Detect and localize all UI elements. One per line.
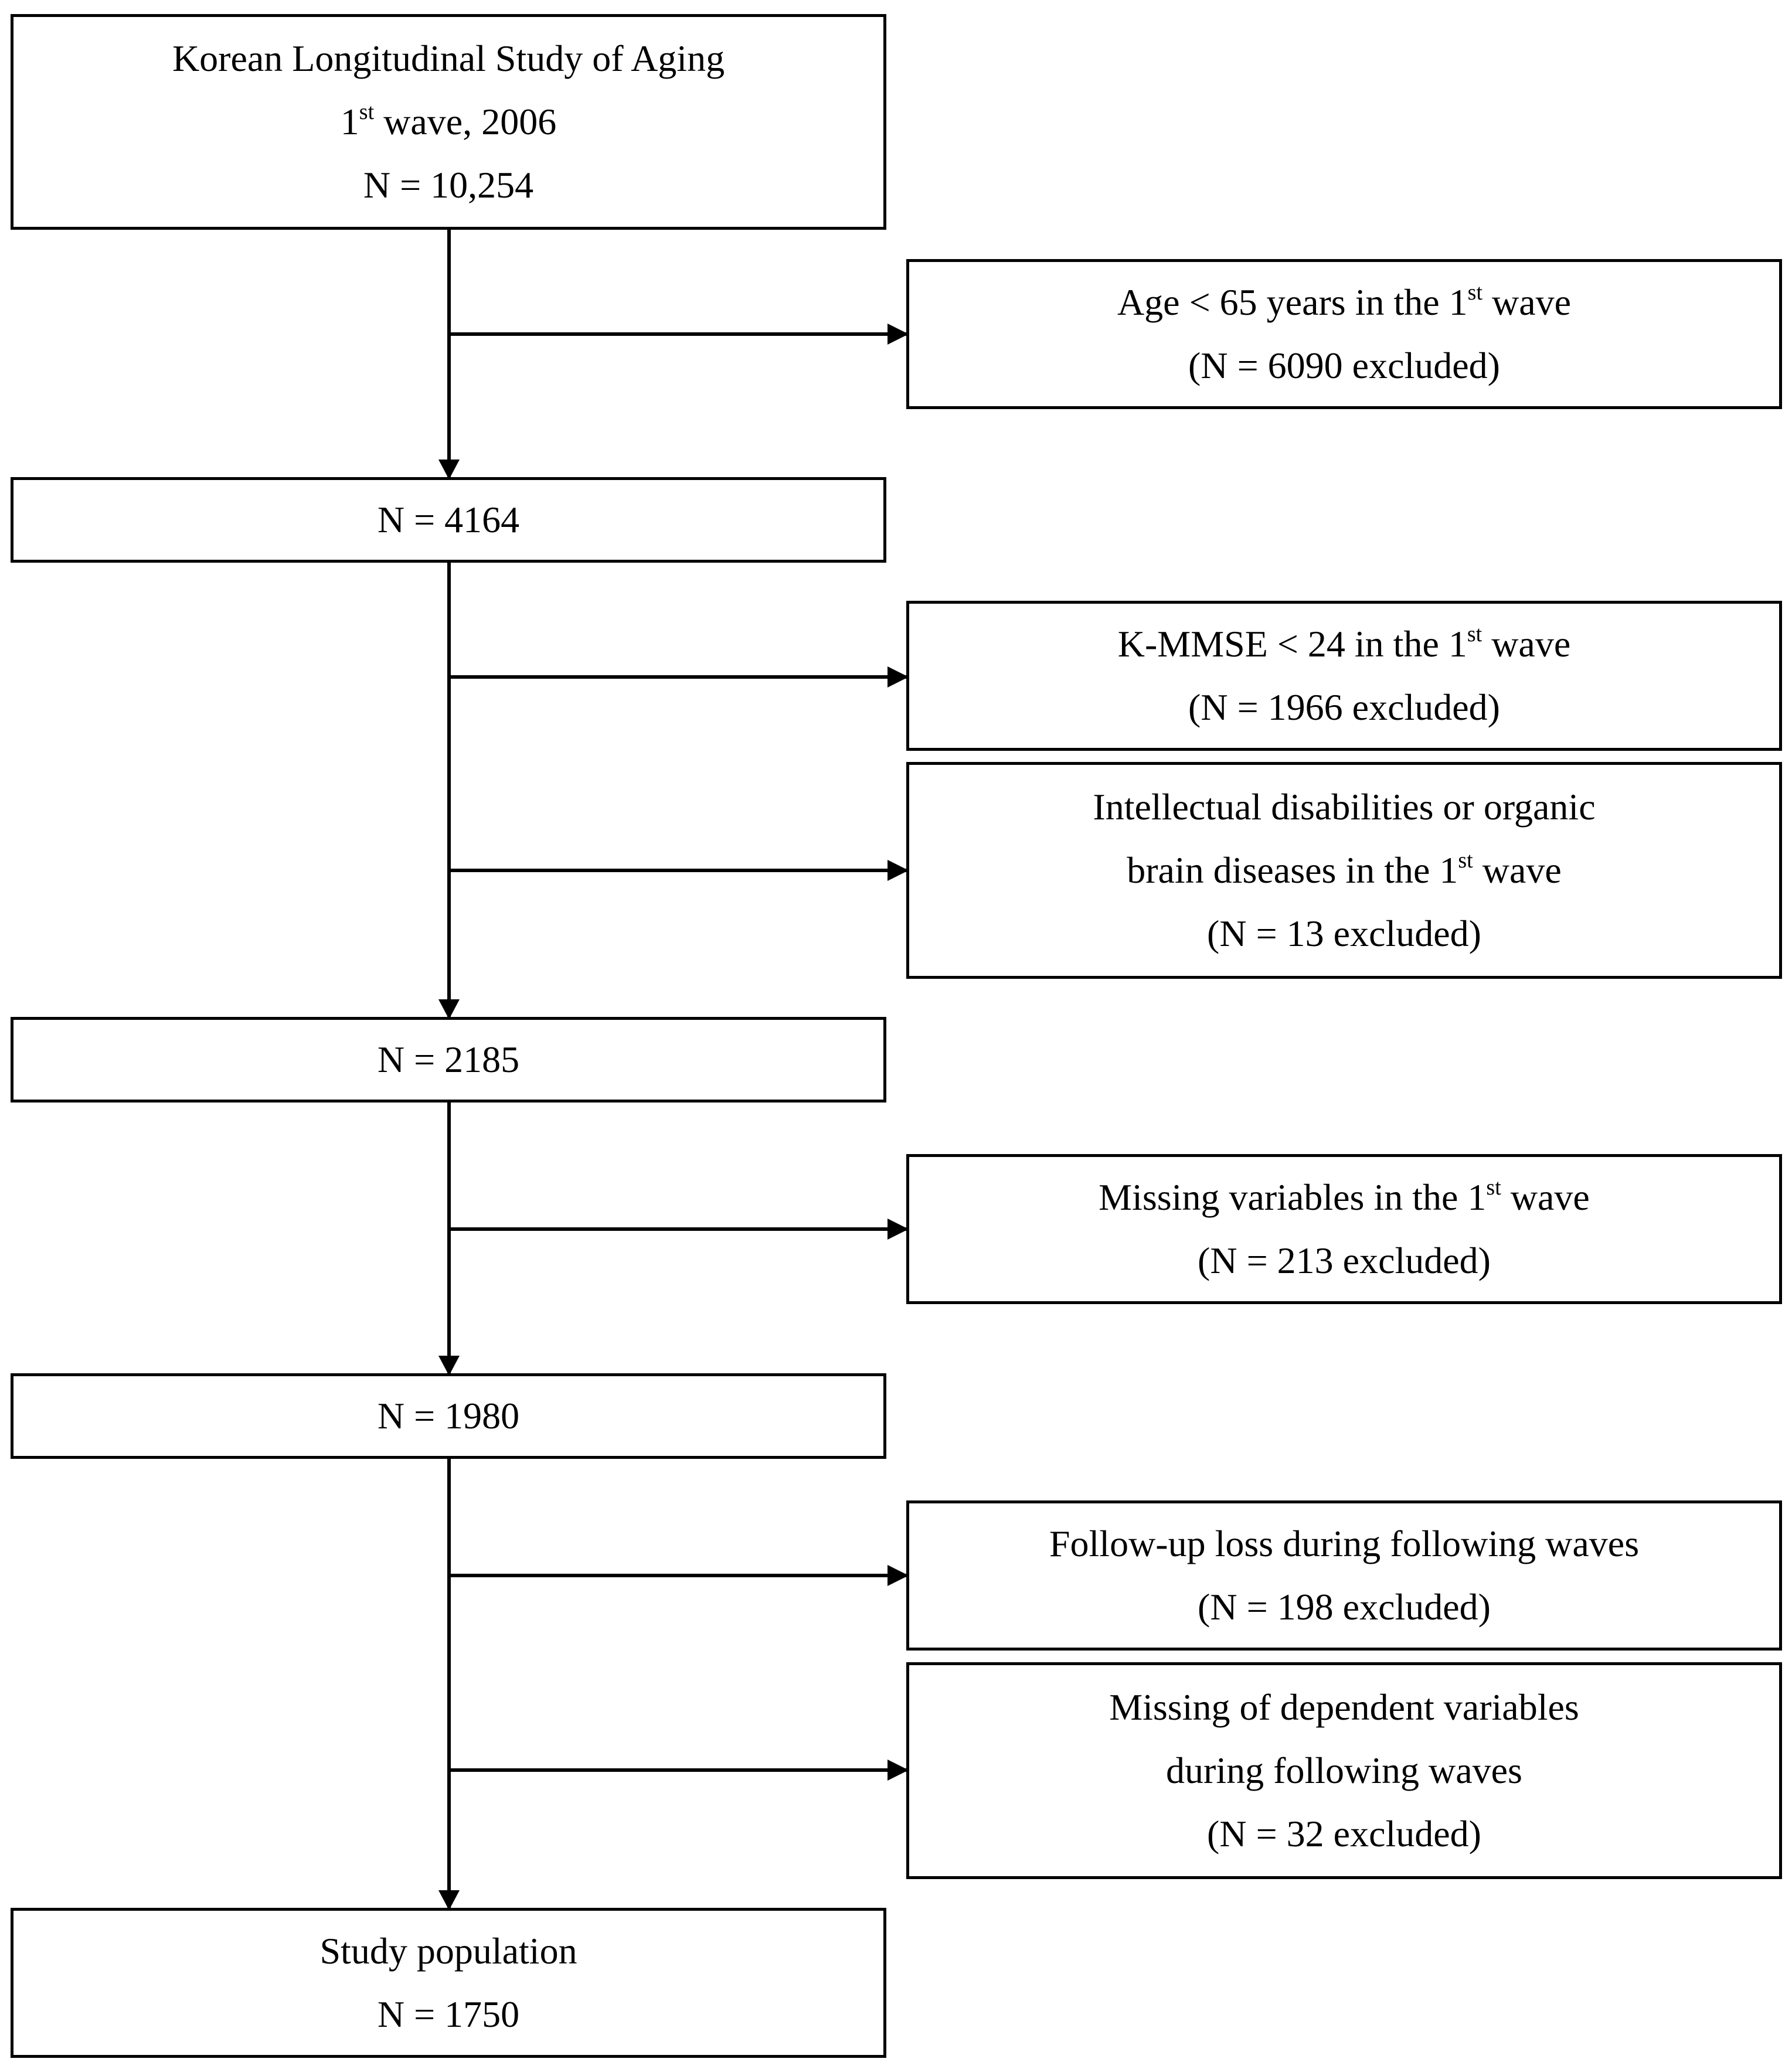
exclusion-age-criteria: Age < 65 years in the 1st wave (1117, 280, 1572, 323)
source-box: Korean Longitudinal Study of Aging 1st w… (11, 14, 886, 230)
arrowhead-right-kmmse (888, 666, 909, 688)
exclusion-kmmse-criteria: K-MMSE < 24 in the 1st wave (1117, 621, 1571, 665)
step1-box: N = 4164 (11, 477, 886, 563)
arrowhead-down-step2 (438, 999, 460, 1019)
source-title: Korean Longitudinal Study of Aging (172, 38, 725, 79)
exclusion-intellectual-count: (N = 13 excluded) (1207, 913, 1481, 954)
final-title: Study population (319, 1930, 577, 1972)
arrowhead-right-age (888, 324, 909, 345)
exclusion-box-missing-vars: Missing variables in the 1st wave (N = 2… (906, 1154, 1782, 1304)
step2-box: N = 2185 (11, 1017, 886, 1102)
exclusion-box-age: Age < 65 years in the 1st wave (N = 6090… (906, 259, 1782, 409)
exclusion-box-followup: Follow-up loss during following waves (N… (906, 1500, 1782, 1651)
final-box: Study population N = 1750 (11, 1908, 886, 2058)
exclusion-followup-criteria: Follow-up loss during following waves (1049, 1523, 1640, 1564)
step3-count: N = 1980 (377, 1395, 520, 1437)
arrowhead-down-step3 (438, 1356, 460, 1376)
exclusion-dependent-line2: during following waves (1166, 1750, 1522, 1791)
final-count: N = 1750 (377, 1993, 520, 2035)
source-count: N = 10,254 (363, 164, 534, 206)
exclusion-dependent-count: (N = 32 excluded) (1207, 1813, 1481, 1854)
exclusion-box-intellectual: Intellectual disabilities or organic bra… (906, 762, 1782, 979)
exclusion-intellectual-line1: Intellectual disabilities or organic (1093, 786, 1596, 828)
arrowhead-right-dependent (888, 1760, 909, 1781)
arrowhead-down-final (438, 1890, 460, 1910)
exclusion-box-kmmse: K-MMSE < 24 in the 1st wave (N = 1966 ex… (906, 601, 1782, 751)
arrowhead-right-followup (888, 1565, 909, 1586)
arrowhead-down-step1 (438, 460, 460, 479)
arrowhead-right-intellectual (888, 860, 909, 881)
exclusion-missing-vars-criteria: Missing variables in the 1st wave (1099, 1175, 1590, 1218)
step3-box: N = 1980 (11, 1373, 886, 1459)
exclusion-dependent-line1: Missing of dependent variables (1109, 1686, 1579, 1728)
exclusion-missing-vars-count: (N = 213 excluded) (1198, 1240, 1491, 1281)
exclusion-box-dependent: Missing of dependent variables during fo… (906, 1662, 1782, 1879)
exclusion-intellectual-line2: brain diseases in the 1st wave (1127, 848, 1562, 891)
exclusion-age-count: (N = 6090 excluded) (1188, 345, 1500, 386)
exclusion-followup-count: (N = 198 excluded) (1198, 1586, 1491, 1628)
step2-count: N = 2185 (377, 1039, 520, 1080)
step1-count: N = 4164 (377, 499, 520, 540)
arrowhead-right-missing-vars (888, 1219, 909, 1240)
source-wave: 1st wave, 2006 (340, 99, 557, 142)
exclusion-kmmse-count: (N = 1966 excluded) (1188, 686, 1500, 728)
